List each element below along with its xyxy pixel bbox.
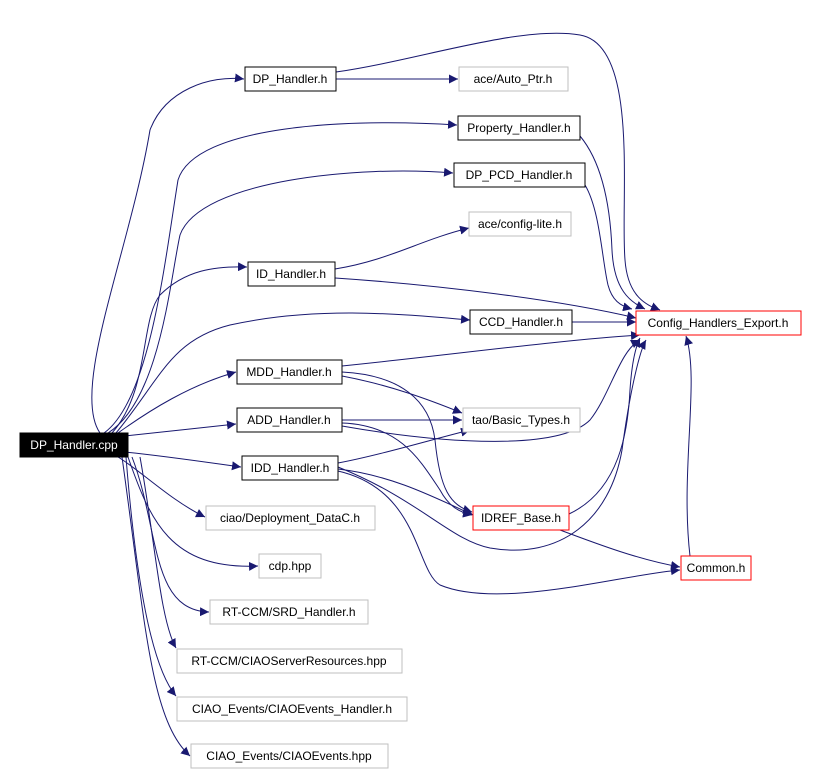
edge-root-to-ccd-handler <box>115 312 471 434</box>
node-auto-ptr[interactable]: ace/Auto_Ptr.h <box>458 66 569 92</box>
edge-dp-pcd-handler-to-config-export <box>584 184 633 312</box>
node-dp-handler-h[interactable]: DP_Handler.h <box>244 66 337 92</box>
edge-root-to-server-resources <box>139 456 177 649</box>
node-deployment-datac-box <box>205 505 376 531</box>
edges <box>91 32 694 757</box>
node-config-export[interactable]: Config_Handlers_Export.h <box>635 310 802 336</box>
node-mdd-handler[interactable]: MDD_Handler.h <box>236 359 343 385</box>
edge-root-to-deployment-datac <box>117 456 206 518</box>
edge-idd-handler-to-config-export <box>337 339 647 551</box>
node-root[interactable]: DP_Handler.cpp <box>19 432 129 458</box>
node-config-export-label: Config_Handlers_Export.h <box>648 316 789 330</box>
node-idref-base-label: IDREF_Base.h <box>481 511 561 525</box>
node-ciaoevents-handler-label: CIAO_Events/CIAOEvents_Handler.h <box>192 702 392 716</box>
node-srd-handler[interactable]: RT-CCM/SRD_Handler.h <box>209 599 369 625</box>
edge-root-to-srd-handler <box>131 456 210 617</box>
node-auto-ptr-box <box>458 66 569 92</box>
edge-idref-base-to-common <box>559 529 681 570</box>
node-dp-pcd-handler-label: DP_PCD_Handler.h <box>466 168 573 182</box>
node-idd-handler[interactable]: IDD_Handler.h <box>241 455 339 481</box>
node-mdd-handler-box <box>236 359 343 385</box>
edge-idref-base-to-config-export <box>568 337 641 515</box>
node-ccd-handler[interactable]: CCD_Handler.h <box>469 309 573 335</box>
node-ccd-handler-label: CCD_Handler.h <box>479 315 563 329</box>
node-config-lite-box <box>468 211 572 237</box>
node-server-resources[interactable]: RT-CCM/CIAOServerResources.hpp <box>176 648 403 674</box>
node-deployment-datac[interactable]: ciao/Deployment_DataC.h <box>205 505 376 531</box>
node-id-handler-box <box>247 261 336 287</box>
node-ciaoevents-hpp-label: CIAO_Events/CIAOEvents.hpp <box>206 749 372 763</box>
node-basic-types[interactable]: tao/Basic_Types.h <box>462 407 581 433</box>
edge-root-to-ciaoevents-handler <box>125 456 177 697</box>
node-cdp-box <box>258 553 322 579</box>
node-dp-handler-h-box <box>244 66 337 92</box>
node-root-label: DP_Handler.cpp <box>30 438 118 452</box>
edge-idd-handler-to-idref-base <box>337 468 474 516</box>
edge-idd-handler-to-common <box>337 470 681 595</box>
node-dp-pcd-handler-box <box>453 162 586 188</box>
node-mdd-handler-label: MDD_Handler.h <box>246 365 331 379</box>
edge-root-to-add-handler <box>124 420 237 437</box>
edge-root-to-dp-handler-h <box>91 73 245 434</box>
node-root-box <box>19 432 129 458</box>
node-idref-base[interactable]: IDREF_Base.h <box>472 505 570 531</box>
edge-root-to-dp-pcd-handler <box>107 167 454 434</box>
node-idd-handler-box <box>241 455 339 481</box>
node-auto-ptr-label: ace/Auto_Ptr.h <box>474 72 553 86</box>
edge-id-handler-to-config-export <box>334 277 637 321</box>
node-common-label: Common.h <box>687 561 746 575</box>
node-basic-types-label: tao/Basic_Types.h <box>472 413 570 427</box>
node-config-lite-label: ace/config-lite.h <box>478 217 562 231</box>
node-add-handler[interactable]: ADD_Handler.h <box>236 407 343 433</box>
node-cdp-label: cdp.hpp <box>269 559 312 573</box>
node-srd-handler-box <box>209 599 369 625</box>
node-dp-handler-h-label: DP_Handler.h <box>253 72 328 86</box>
node-ciaoevents-hpp[interactable]: CIAO_Events/CIAOEvents.hpp <box>190 743 389 769</box>
edge-id-handler-to-config-lite <box>334 225 470 270</box>
edge-mdd-handler-to-config-export <box>341 331 641 367</box>
edge-root-to-cdp <box>127 456 259 571</box>
node-idd-handler-label: IDD_Handler.h <box>251 461 330 475</box>
edge-add-handler-to-idref-base <box>341 422 473 518</box>
node-server-resources-box <box>176 648 403 674</box>
node-property-handler[interactable]: Property_Handler.h <box>457 115 581 141</box>
node-srd-handler-label: RT-CCM/SRD_Handler.h <box>222 605 355 619</box>
edge-property-handler-to-config-export <box>579 135 646 310</box>
node-ciaoevents-handler[interactable]: CIAO_Events/CIAOEvents_Handler.h <box>176 696 408 722</box>
edge-root-to-id-handler <box>111 262 248 434</box>
node-add-handler-box <box>236 407 343 433</box>
node-ciaoevents-handler-box <box>176 696 408 722</box>
node-dp-pcd-handler[interactable]: DP_PCD_Handler.h <box>453 162 586 188</box>
node-deployment-datac-label: ciao/Deployment_DataC.h <box>220 511 360 525</box>
node-ccd-handler-box <box>469 309 573 335</box>
node-add-handler-label: ADD_Handler.h <box>247 413 330 427</box>
edge-dp-handler-h-to-config-export <box>335 32 661 311</box>
edge-mdd-handler-to-basic-types <box>341 375 463 414</box>
node-config-export-box <box>635 310 802 336</box>
node-idref-base-box <box>472 505 570 531</box>
edge-root-to-ciaoevents-hpp <box>121 456 191 757</box>
node-config-lite[interactable]: ace/config-lite.h <box>468 211 572 237</box>
node-basic-types-box <box>462 407 581 433</box>
edge-root-to-idd-handler <box>124 451 242 471</box>
node-common-box <box>680 555 752 581</box>
nodes: DP_Handler.cpp DP_Handler.h ace/Auto_Ptr… <box>19 66 802 769</box>
edge-mdd-handler-to-idref-base <box>341 371 473 514</box>
edge-root-to-mdd-handler <box>117 370 237 434</box>
node-property-handler-box <box>457 115 581 141</box>
node-cdp[interactable]: cdp.hpp <box>258 553 322 579</box>
edge-idd-handler-to-basic-types <box>337 427 471 464</box>
node-id-handler[interactable]: ID_Handler.h <box>247 261 336 287</box>
node-property-handler-label: Property_Handler.h <box>467 121 570 135</box>
node-server-resources-label: RT-CCM/CIAOServerResources.hpp <box>191 654 386 668</box>
edge-common-to-config-export <box>684 335 694 557</box>
node-common[interactable]: Common.h <box>680 555 752 581</box>
node-ciaoevents-hpp-box <box>190 743 389 769</box>
node-id-handler-label: ID_Handler.h <box>256 267 326 281</box>
